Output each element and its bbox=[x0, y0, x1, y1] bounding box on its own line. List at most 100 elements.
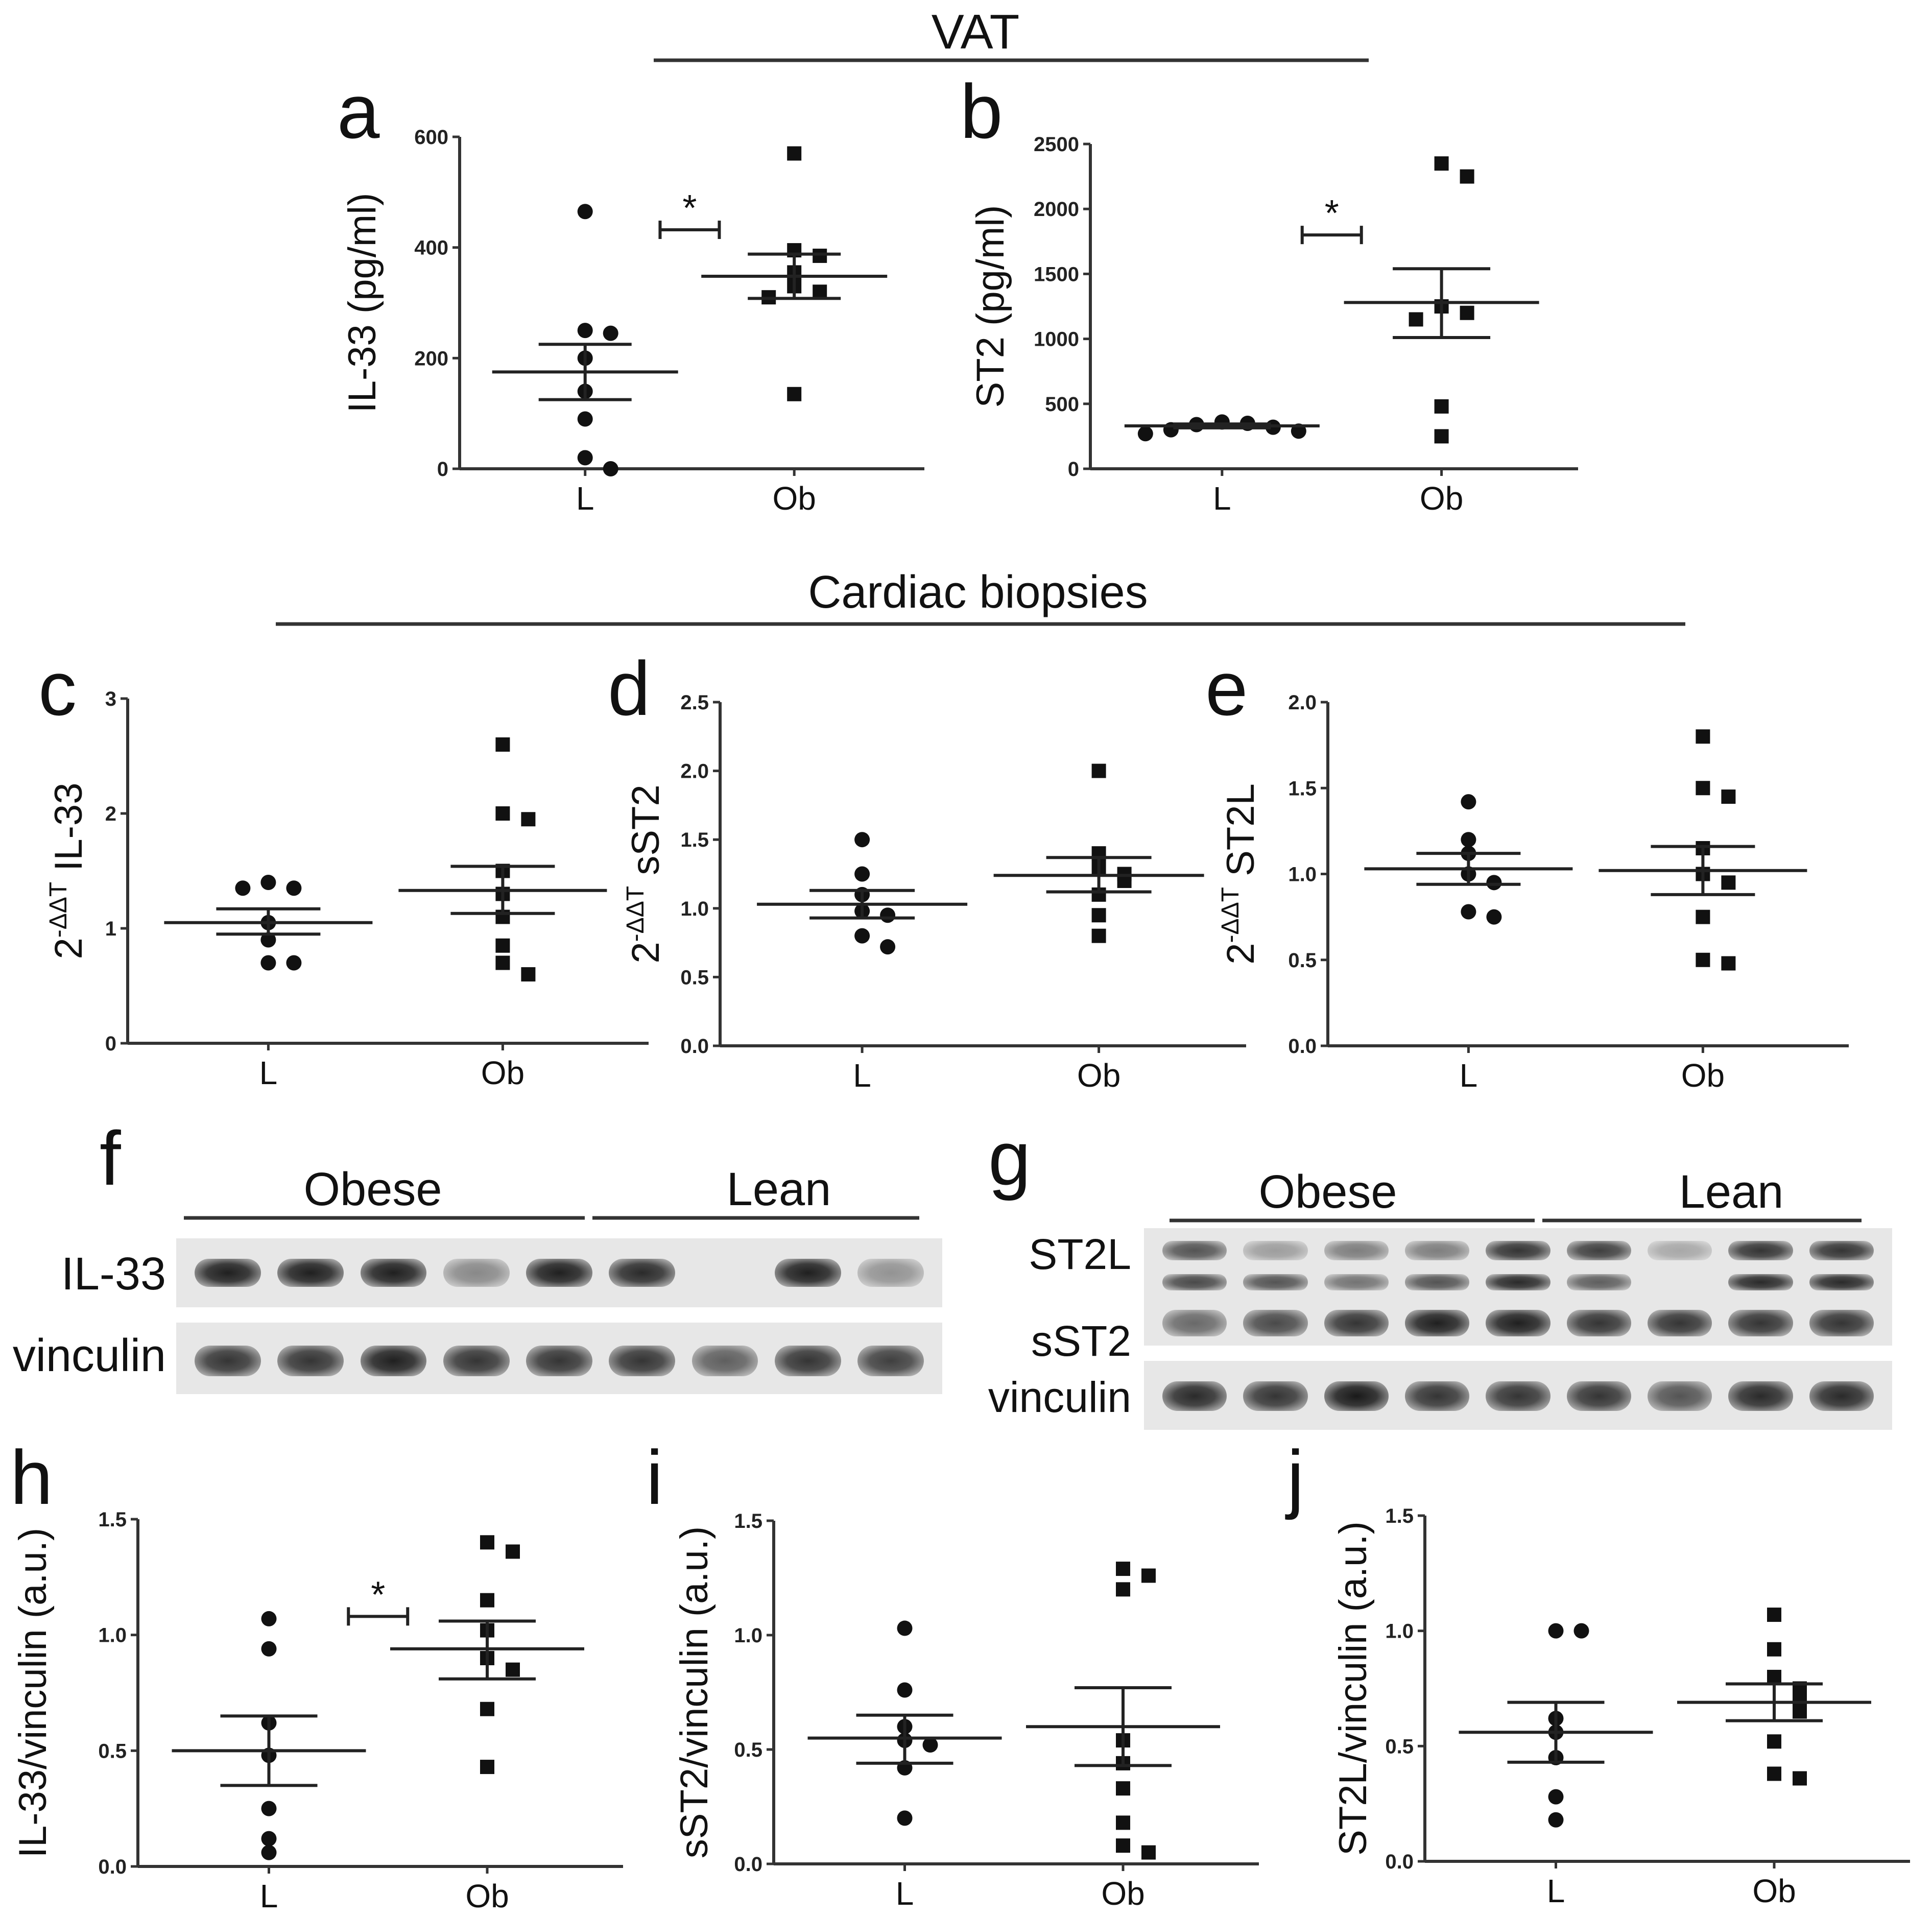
plot-i-y-tick-label: 1.0 bbox=[734, 1624, 762, 1647]
plot-h-y-tick-label: 0.0 bbox=[98, 1856, 127, 1878]
plot-d-point-L bbox=[880, 907, 896, 923]
blot-f-il33-band bbox=[526, 1259, 592, 1287]
plot-c-point-Ob bbox=[521, 812, 536, 827]
plot-e-y-label-base: 2 bbox=[1219, 943, 1262, 964]
plot-i-point-L bbox=[897, 1810, 913, 1826]
plot-h-point-Ob bbox=[506, 1544, 520, 1559]
plot-a-y-tick-label: 400 bbox=[414, 237, 448, 259]
blot-g-sst2-band bbox=[1728, 1310, 1793, 1336]
plot-d-y-tick-label: 2.5 bbox=[680, 691, 709, 714]
blot-g-st2l-lower-band bbox=[1566, 1274, 1632, 1290]
plot-b-y-tick-label: 0 bbox=[1068, 458, 1079, 481]
blot-f-il33-band bbox=[277, 1259, 344, 1287]
plot-e-y-tick-label: 0.5 bbox=[1288, 949, 1317, 972]
plot-i-y-tick-label: 0.0 bbox=[734, 1853, 762, 1876]
plot-d-point-Ob bbox=[1091, 763, 1106, 778]
plot-b-x-tick-label: L bbox=[1213, 480, 1231, 517]
blot-f-vinculin-band bbox=[360, 1346, 427, 1376]
blot-g-st2l-upper-band bbox=[1486, 1241, 1551, 1260]
plot-h-point-L bbox=[261, 1844, 277, 1860]
plot-d-y-label-base: 2 bbox=[624, 942, 667, 963]
panel-letter-g: g bbox=[988, 1115, 1031, 1201]
plot-i-y-axis-label: sST2/vinculin (a.u.) bbox=[673, 1526, 716, 1858]
plot-e-point-Ob bbox=[1721, 789, 1736, 804]
plot-d-point-L bbox=[854, 928, 870, 944]
blot-g-st2l-lower-band bbox=[1809, 1274, 1874, 1290]
plot-j-point-Ob bbox=[1767, 1669, 1781, 1684]
plot-e-point-L bbox=[1461, 794, 1476, 810]
blot-g-st2l-upper-band bbox=[1647, 1241, 1712, 1260]
plot-c-y-tick-label: 2 bbox=[105, 803, 116, 825]
plot-e-x-tick-label: L bbox=[1460, 1057, 1478, 1094]
plot-i-x-tick-label: L bbox=[896, 1875, 914, 1912]
plot-a-y-tick-label: 600 bbox=[414, 126, 448, 149]
blot-g-vinculin-band bbox=[1486, 1381, 1551, 1411]
plot-h-point-Ob bbox=[506, 1662, 520, 1677]
plot-j-point-Ob bbox=[1767, 1766, 1781, 1781]
plot-d-y-axis-label: 2-ΔΔT sST2 bbox=[622, 784, 667, 963]
blot-f-vinculin-band bbox=[609, 1346, 676, 1376]
blot-g-sst2-band bbox=[1486, 1310, 1551, 1336]
plot-c-y-label-sup: -ΔΔT bbox=[45, 882, 72, 938]
blot-f-il33-band bbox=[195, 1259, 261, 1287]
plot-c-x-tick-label: Ob bbox=[481, 1055, 524, 1091]
blot-g-st2l-upper-band bbox=[1243, 1241, 1308, 1260]
blot-g-st2l-upper-band bbox=[1162, 1241, 1227, 1260]
plot-j-point-Ob bbox=[1767, 1608, 1781, 1622]
plot-b-point-Ob bbox=[1434, 156, 1449, 171]
blot-f-il33-band bbox=[857, 1259, 924, 1287]
plot-i-point-Ob bbox=[1116, 1582, 1130, 1597]
plot-a-y-axis-label: IL-33 (pg/ml) bbox=[341, 193, 384, 413]
plot-j-y-tick-label: 1.5 bbox=[1385, 1505, 1414, 1527]
plot-d-x-tick-label: Ob bbox=[1077, 1057, 1120, 1094]
plot-c-point-L bbox=[260, 955, 276, 971]
plot-i-y-tick-label: 0.5 bbox=[734, 1739, 762, 1761]
section-title-vat: VAT bbox=[932, 5, 1019, 59]
plot-d-y-tick-label: 0.0 bbox=[680, 1035, 709, 1058]
blot-g-sst2-band bbox=[1324, 1310, 1389, 1336]
plot-c-point-Ob bbox=[495, 938, 510, 953]
plot-h-point-L bbox=[261, 1831, 277, 1847]
plot-i-point-Ob bbox=[1141, 1568, 1156, 1583]
plot-j-y-axis-label: ST2L/vinculin (a.u.) bbox=[1331, 1521, 1375, 1856]
plot-e-y-axis-label: 2-ΔΔT ST2L bbox=[1217, 783, 1262, 964]
plot-b-point-Ob bbox=[1460, 305, 1474, 320]
plot-c-point-L bbox=[286, 955, 302, 971]
plot-e-y-tick-label: 0.0 bbox=[1288, 1035, 1317, 1058]
blot-g-sst2-band bbox=[1404, 1310, 1470, 1336]
plot-j-point-L bbox=[1548, 1789, 1564, 1805]
plot-e-y-tick-label: 1.5 bbox=[1288, 777, 1317, 800]
blot-g-vinculin-band bbox=[1566, 1381, 1632, 1411]
plot-e-point-L bbox=[1486, 909, 1502, 925]
blot-g-vinculin-band bbox=[1243, 1381, 1308, 1411]
panel-letter-h: h bbox=[10, 1434, 53, 1520]
plot-a-y-tick-label: 200 bbox=[414, 347, 448, 370]
blot-g-vinculin-band bbox=[1647, 1381, 1712, 1411]
plot-e-x-tick-label: Ob bbox=[1681, 1057, 1725, 1094]
blot-g-vinculin-band bbox=[1404, 1381, 1470, 1411]
plot-h-y-axis-label: IL-33/vinculin (a.u.) bbox=[11, 1528, 55, 1858]
plot-h-point-L bbox=[261, 1801, 277, 1816]
plot-d-point-L bbox=[854, 832, 870, 848]
plot-d-x-tick-label: L bbox=[853, 1057, 871, 1094]
blot-g-group-lean: Lean bbox=[1679, 1166, 1784, 1218]
plot-a-point-Ob bbox=[787, 387, 802, 401]
plot-j-point-Ob bbox=[1793, 1704, 1807, 1719]
blot-g-st2l-upper-band bbox=[1566, 1241, 1632, 1260]
blot-f-row-label-vinculin: vinculin bbox=[13, 1330, 166, 1381]
blot-g-st2l-lower-band bbox=[1324, 1274, 1389, 1290]
blot-g-st2l-lower-band bbox=[1486, 1274, 1551, 1290]
blot-g-row-label-vinculin: vinculin bbox=[988, 1373, 1131, 1421]
blot-g-vinculin-band bbox=[1162, 1381, 1227, 1411]
blot-f-vinculin-band bbox=[277, 1346, 344, 1376]
plot-i-point-Ob bbox=[1116, 1838, 1130, 1853]
plot-h-point-Ob bbox=[480, 1535, 494, 1550]
plot-c-y-label-rest: IL-33 bbox=[47, 782, 90, 881]
blot-f-il33-band bbox=[774, 1259, 841, 1287]
plot-a-y-tick-label: 0 bbox=[437, 458, 448, 481]
plot-c-point-Ob bbox=[495, 737, 510, 752]
plot-a-point-Ob bbox=[787, 146, 802, 161]
plot-a-x-tick-label: Ob bbox=[773, 480, 816, 517]
